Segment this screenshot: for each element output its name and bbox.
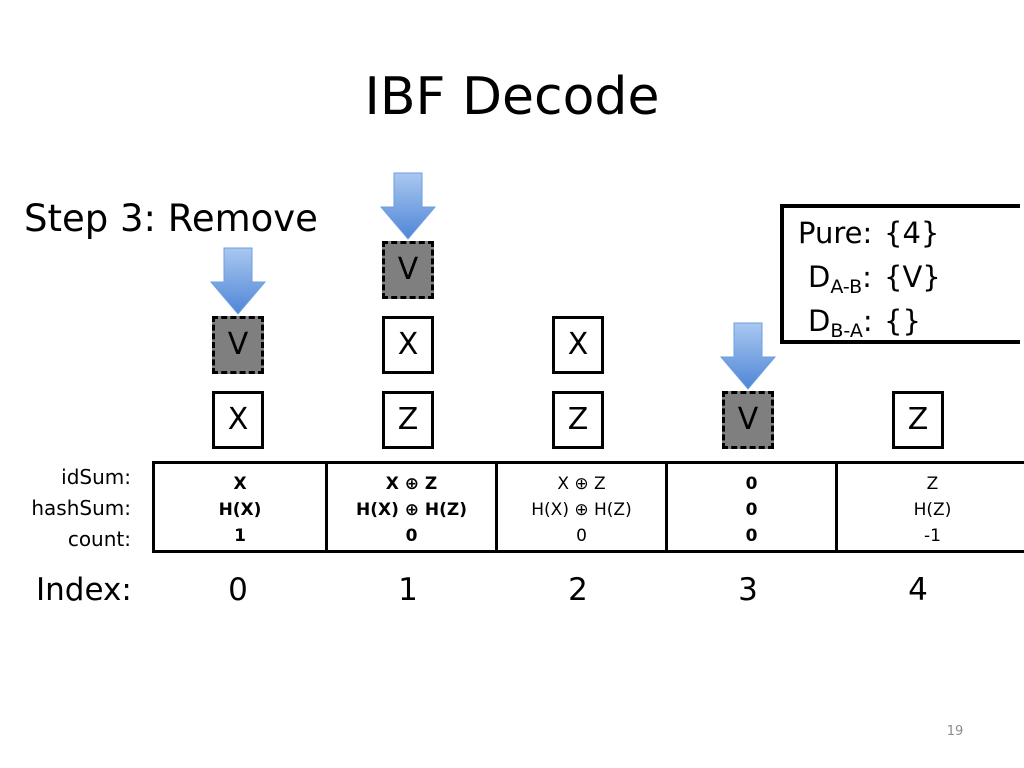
hash-sum-label: hashSum: — [31, 496, 131, 520]
cell-id-sum: X ⊕ Z — [385, 474, 438, 494]
cell-hash-sum: H(Z) — [913, 500, 952, 520]
d-a-b-value: {V} — [884, 260, 941, 294]
pure-row: Pure: {4} — [798, 216, 939, 250]
cell-index: 2 — [568, 572, 588, 608]
ibf-cell: X ⊕ Z H(X) ⊕ H(Z) 0 — [325, 464, 495, 550]
cell-hash-sum: H(X) ⊕ H(Z) — [531, 500, 632, 520]
cell-count: 1 — [234, 526, 246, 546]
d-b-a-value: {} — [884, 304, 921, 338]
cell-id-sum: X — [233, 474, 247, 494]
cell-index: 0 — [228, 572, 248, 608]
pure-label: Pure: — [798, 216, 873, 250]
cell-index: 1 — [398, 572, 418, 608]
cell-count: -1 — [924, 526, 941, 546]
d-b-a-main: D — [808, 304, 831, 338]
element-box: X — [212, 391, 264, 449]
cell-id-sum: X ⊕ Z — [557, 474, 606, 494]
element-box: X — [382, 316, 434, 374]
element-box: Z — [552, 391, 604, 449]
ibf-cell: Z H(Z) -1 — [835, 464, 1024, 550]
d-b-a-subscript: B-A — [830, 320, 863, 342]
down-arrow-icon — [719, 322, 777, 390]
d-a-b-subscript: A-B — [830, 276, 863, 298]
cell-index: 4 — [908, 572, 928, 608]
cell-hash-sum: 0 — [745, 500, 758, 520]
d-b-a-label: DB-A: — [808, 304, 873, 341]
d-a-b-main: D — [808, 260, 831, 294]
cell-count: 0 — [745, 526, 758, 546]
down-arrow-icon — [379, 172, 437, 240]
removed-element-box: V — [382, 241, 434, 299]
ibf-table: X H(X) 1 X ⊕ Z H(X) ⊕ H(Z) 0 X ⊕ Z H(X) ⊕ H(Z) 0… — [152, 461, 1024, 553]
decode-state-box: Pure: {4} DA-B: {V} DB-A: {} — [780, 204, 1020, 344]
ibf-cell: 0 0 0 — [665, 464, 835, 550]
step-label: Step 3: Remove — [24, 197, 318, 240]
d-b-a-colon: : — [862, 304, 873, 338]
d-a-b-colon: : — [862, 260, 872, 294]
id-sum-label: idSum: — [61, 465, 131, 489]
d-a-b-label: DA-B: — [808, 260, 872, 297]
index-label: Index: — [36, 572, 132, 608]
pure-value: {4} — [884, 216, 940, 250]
element-box: Z — [382, 391, 434, 449]
ibf-cell: X ⊕ Z H(X) ⊕ H(Z) 0 — [495, 464, 665, 550]
cell-hash-sum: H(X) ⊕ H(Z) — [355, 500, 468, 520]
count-label: count: — [67, 527, 131, 551]
d-a-b-row: DA-B: {V} — [808, 260, 941, 297]
d-b-a-row: DB-A: {} — [808, 304, 921, 341]
ibf-cell: X H(X) 1 — [155, 464, 325, 550]
removed-element-box: V — [212, 316, 264, 374]
cell-count: 0 — [576, 526, 587, 546]
cell-index: 3 — [738, 572, 758, 608]
slide-title: IBF Decode — [364, 67, 660, 127]
cell-id-sum: Z — [926, 474, 939, 494]
cell-id-sum: 0 — [745, 474, 758, 494]
cell-hash-sum: H(X) — [218, 500, 262, 520]
cell-count: 0 — [405, 526, 418, 546]
down-arrow-icon — [209, 247, 267, 315]
element-box: Z — [892, 391, 944, 449]
element-box: X — [552, 316, 604, 374]
page-number: 19 — [946, 724, 964, 739]
removed-element-box: V — [722, 391, 774, 449]
